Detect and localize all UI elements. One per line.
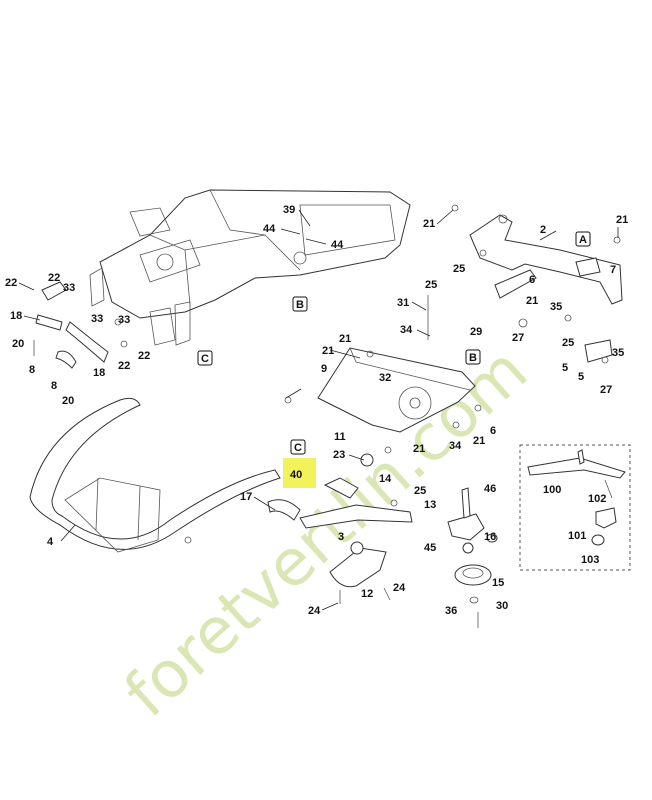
callout: 33 — [63, 282, 75, 294]
callout: 22 — [5, 277, 17, 289]
callout: 20 — [62, 395, 74, 407]
callout: 25 — [425, 279, 437, 291]
callout: 21 — [413, 443, 425, 455]
callout: 18 — [93, 367, 105, 379]
lower-linkage — [267, 453, 413, 604]
ref-box-c-center: C — [290, 439, 306, 455]
pulley-assembly — [447, 487, 498, 628]
callout: 5 — [562, 362, 568, 374]
ref-box-c-left: C — [197, 350, 213, 366]
callout: 17 — [240, 491, 252, 503]
callout: 30 — [496, 600, 508, 612]
callout: 39 — [283, 204, 295, 216]
svg-text:B: B — [469, 352, 477, 364]
callout: 103 — [581, 554, 599, 566]
callout: 22 — [118, 360, 130, 372]
highlight-box — [283, 458, 316, 488]
callout: 23 — [333, 449, 345, 461]
ref-box-b-right: B — [465, 349, 481, 365]
callout: 13 — [424, 499, 436, 511]
callout: 44 — [331, 239, 344, 251]
boxed-labels: A B B C C — [197, 231, 591, 455]
svg-text:A: A — [579, 234, 587, 246]
callout: 33 — [91, 313, 103, 325]
highlight-40[interactable]: 40 — [283, 458, 316, 488]
callout: 8 — [51, 380, 57, 392]
callout: 5 — [578, 371, 584, 383]
chassis-frame — [89, 189, 411, 346]
callout: 34 — [449, 440, 462, 452]
callout: 34 — [400, 324, 413, 336]
callout: 8 — [29, 364, 35, 376]
left-linkage-parts — [33, 281, 128, 369]
callout: 31 — [397, 297, 409, 309]
ref-box-b-top: B — [292, 296, 308, 312]
center-mount-plate — [284, 295, 482, 454]
callout: 2 — [540, 224, 546, 236]
callout: 24 — [393, 582, 406, 594]
callout: 20 — [12, 338, 24, 350]
callout: 35 — [550, 301, 562, 313]
callout: 100 — [543, 484, 561, 496]
callout: 22 — [138, 350, 150, 362]
callout: 9 — [321, 363, 327, 375]
callout: 27 — [512, 332, 524, 344]
callout-numbers: 39 44 44 22 22 33 33 33 18 20 20 8 8 18 … — [5, 204, 628, 617]
callout: 6 — [490, 425, 496, 437]
callout: 21 — [616, 214, 628, 226]
callout: 21 — [526, 295, 538, 307]
callout: 3 — [338, 531, 344, 543]
svg-text:B: B — [296, 299, 304, 311]
callout: 18 — [10, 310, 22, 322]
callout: 22 — [48, 272, 60, 284]
callout: 16 — [484, 531, 496, 543]
callout: 12 — [361, 588, 373, 600]
front-axle-assembly — [451, 204, 623, 364]
callout: 36 — [445, 605, 457, 617]
svg-text:C: C — [294, 442, 302, 454]
ref-box-a: A — [575, 231, 591, 247]
callout: 21 — [473, 435, 485, 447]
callout: 35 — [612, 347, 624, 359]
callout: 24 — [308, 605, 321, 617]
callout: 45 — [424, 542, 436, 554]
callout: 102 — [588, 493, 606, 505]
callout: 46 — [484, 483, 496, 495]
callout: 25 — [453, 263, 465, 275]
callout: 11 — [334, 431, 346, 443]
callout: 14 — [379, 473, 392, 485]
front-bumper — [29, 397, 281, 553]
highlight-label: 40 — [290, 469, 302, 481]
callout: 27 — [600, 384, 612, 396]
callout: 44 — [263, 223, 276, 235]
option-kit-box — [519, 444, 631, 571]
callout: 25 — [562, 337, 574, 349]
callout: 33 — [118, 314, 130, 326]
callout: 4 — [47, 536, 54, 548]
callout: 21 — [339, 333, 351, 345]
callout: 29 — [470, 326, 482, 338]
callout: 25 — [414, 485, 426, 497]
callout: 7 — [610, 264, 616, 276]
callout: 21 — [423, 218, 435, 230]
callout: 21 — [322, 345, 334, 357]
leader-lines — [18, 209, 619, 611]
callout: 32 — [379, 372, 391, 384]
callout: 101 — [568, 530, 586, 542]
callout: 6 — [529, 274, 535, 286]
svg-text:C: C — [201, 353, 209, 365]
callout: 15 — [492, 577, 504, 589]
